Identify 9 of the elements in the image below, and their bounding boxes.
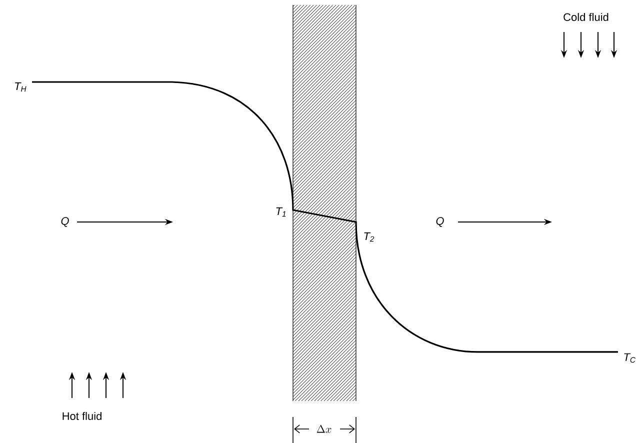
temperature-label: T$_{C}$ bbox=[624, 353, 636, 363]
fluid-label: Cold fluid bbox=[564, 12, 608, 22]
temperature-label: T$_{H}$ bbox=[15, 82, 26, 92]
heat-flow-label: Q bbox=[61, 217, 69, 227]
temperature-label: T$_{2}$ bbox=[364, 232, 374, 242]
heat-flow-label: Q bbox=[436, 217, 444, 227]
dimension-label: $\Delta x$ bbox=[316, 424, 332, 433]
fluid-label: Hot fluid bbox=[62, 412, 102, 420]
temperature-label: T$_{1}$ bbox=[276, 207, 286, 217]
